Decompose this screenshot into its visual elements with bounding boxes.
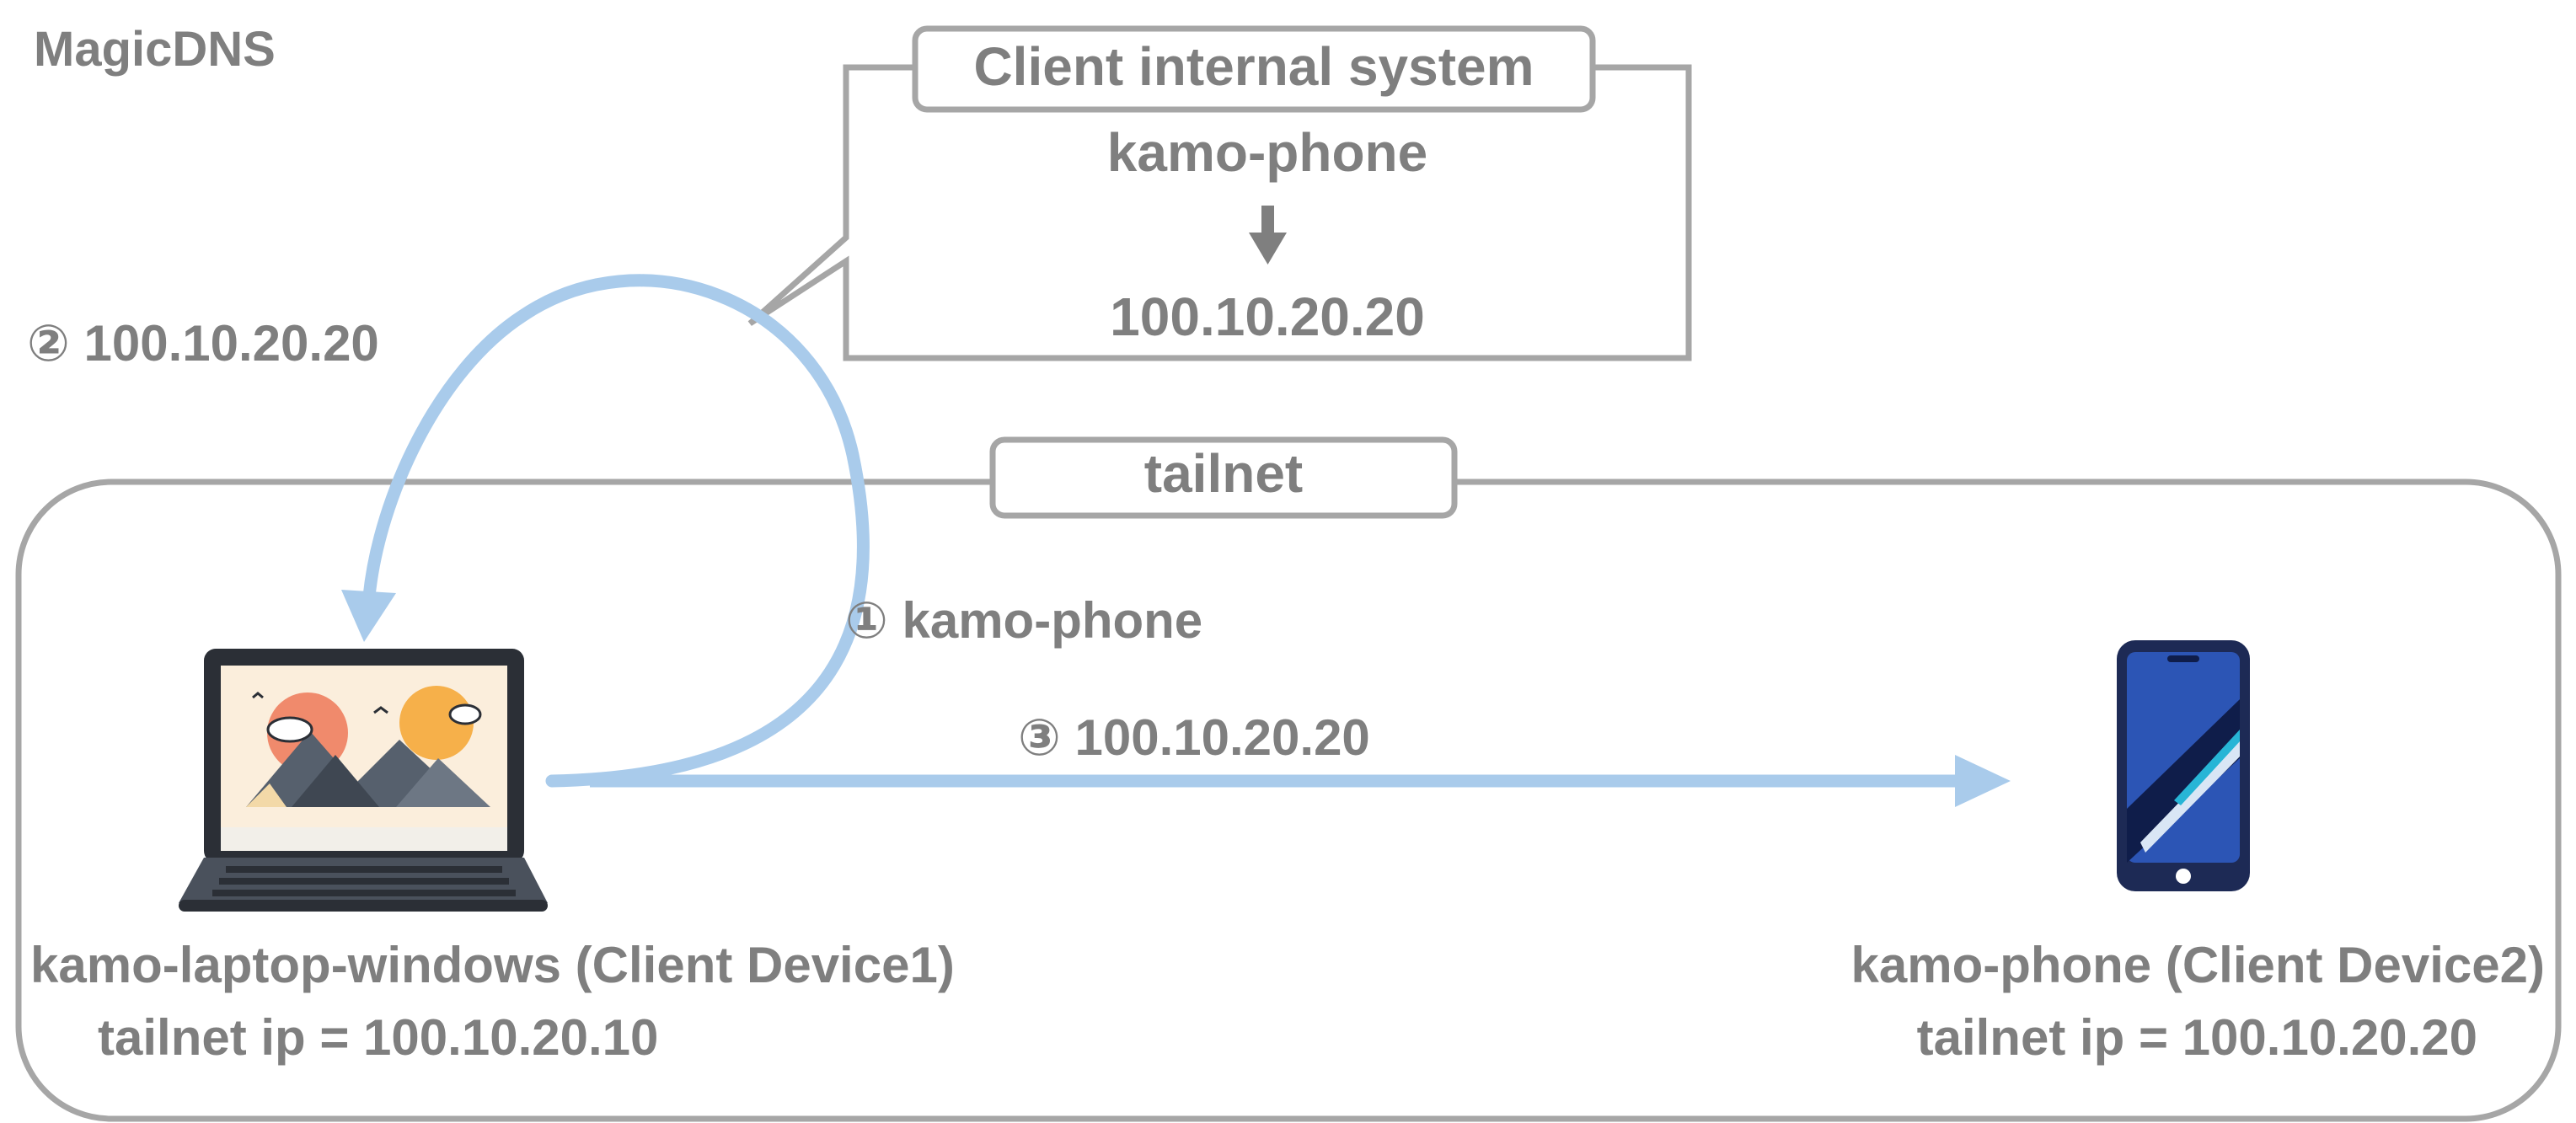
phone-name: kamo-phone (Client Device2) bbox=[1850, 937, 2545, 993]
dns-query-loop-arrow bbox=[362, 274, 870, 788]
diagram-title: MagicDNS bbox=[34, 22, 276, 77]
step-1-label: ① kamo-phone bbox=[845, 592, 1202, 649]
smartphone-icon bbox=[2117, 640, 2250, 891]
callout-result: 100.10.20.20 bbox=[1110, 286, 1425, 347]
tailnet-label-box: tailnet bbox=[989, 436, 1458, 519]
phone-ip: tailnet ip = 100.10.20.20 bbox=[1917, 1009, 2477, 1066]
step-2-label: ② 100.10.20.20 bbox=[27, 315, 379, 372]
laptop-icon bbox=[179, 649, 548, 912]
arrow-down-icon bbox=[1249, 206, 1287, 265]
step-3-label: ③ 100.10.20.20 bbox=[1018, 709, 1370, 766]
dns-response-arrowhead bbox=[341, 590, 396, 642]
connect-arrowhead bbox=[1955, 755, 2011, 807]
laptop-name: kamo-laptop-windows (Client Device1) bbox=[30, 937, 955, 993]
laptop-ip: tailnet ip = 100.10.20.10 bbox=[98, 1009, 658, 1066]
callout-query: kamo-phone bbox=[1107, 122, 1427, 183]
callout-bubble bbox=[747, 64, 1692, 361]
callout-header-box: Client internal system bbox=[912, 25, 1596, 113]
callout-header: Client internal system bbox=[973, 36, 1534, 97]
tailnet-label: tailnet bbox=[1144, 443, 1303, 504]
